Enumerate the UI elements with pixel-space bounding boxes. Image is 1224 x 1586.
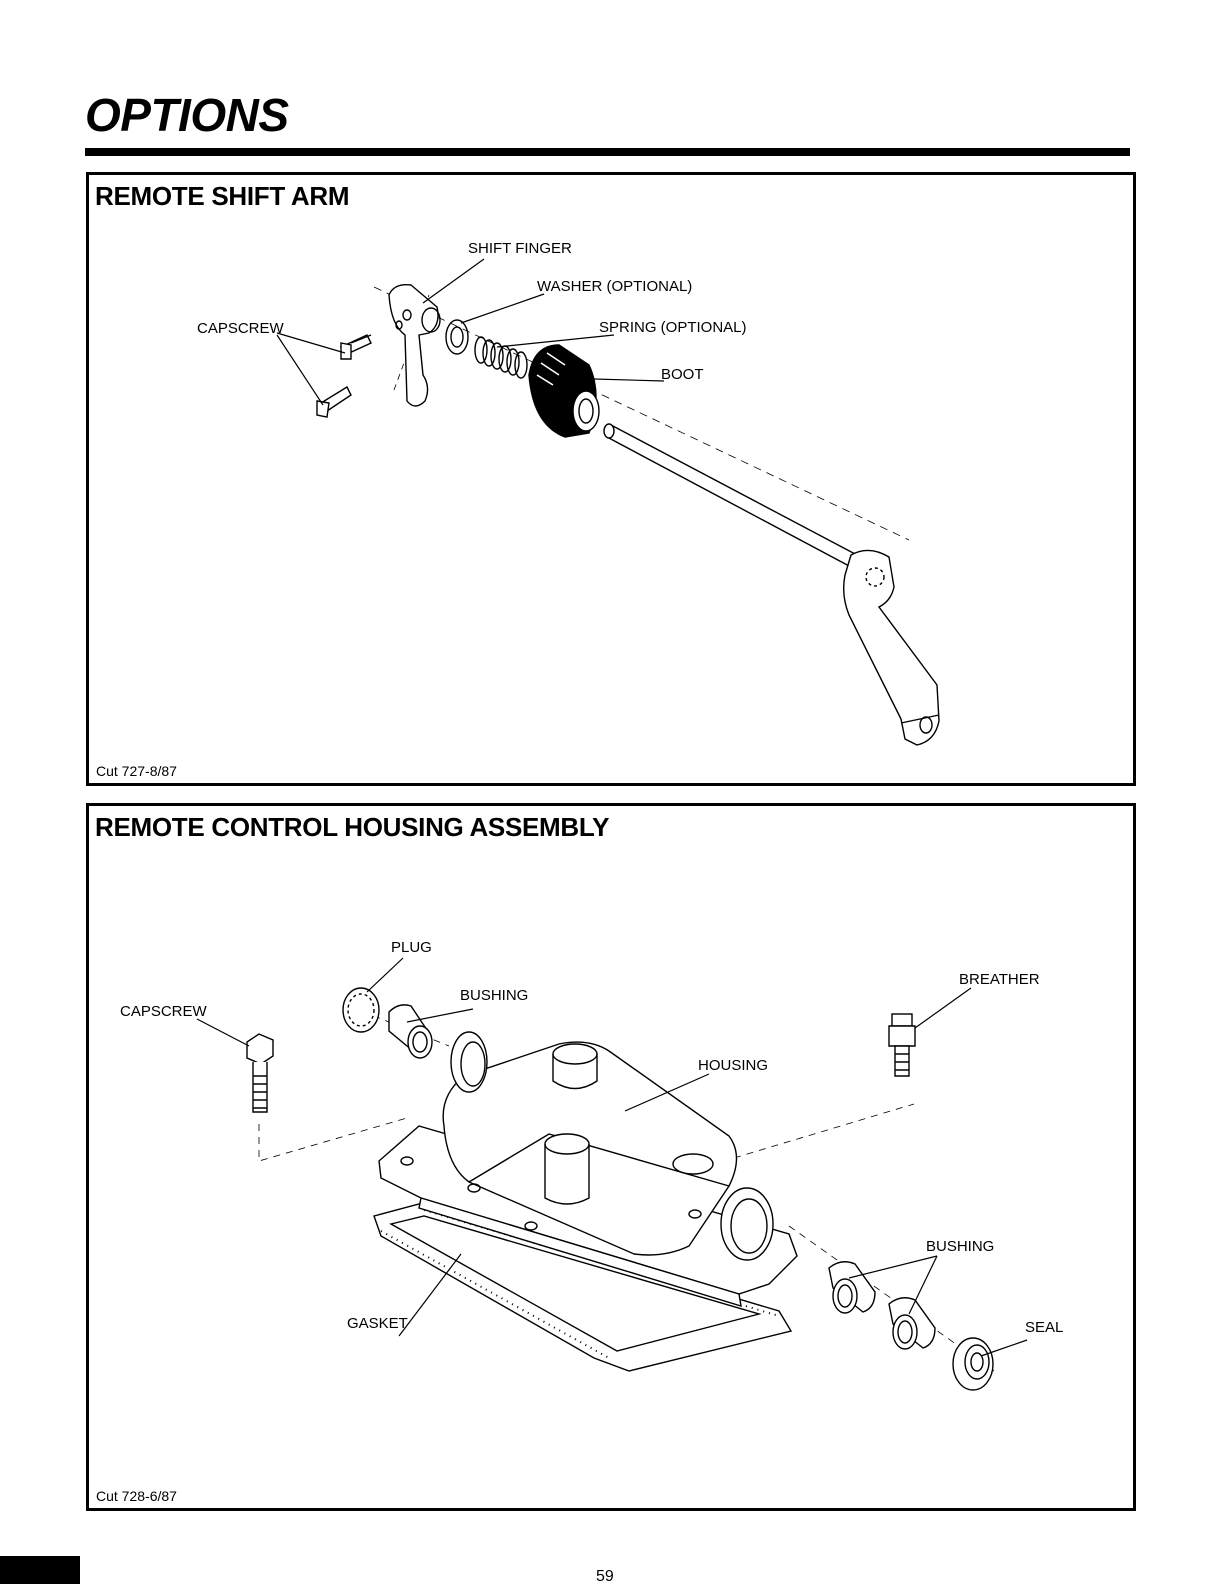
bushing-top-label: BUSHING xyxy=(460,987,528,1004)
boot-label: BOOT xyxy=(661,366,704,383)
bushing-top-part xyxy=(389,1005,432,1058)
gasket-label: GASKET xyxy=(347,1315,408,1332)
shift-shaft-part xyxy=(604,424,857,567)
capscrew-part xyxy=(247,1034,273,1112)
plug-label: PLUG xyxy=(391,939,432,956)
seal-label: SEAL xyxy=(1025,1319,1063,1336)
bushing-right-label: BUSHING xyxy=(926,1238,994,1255)
page-title: OPTIONS xyxy=(85,92,289,138)
title-rule xyxy=(85,148,1130,156)
remote-control-housing-diagram: PLUG BREATHER BUSHING CAPSCREW HOUSING B… xyxy=(89,806,1133,1508)
capscrew-lower-part xyxy=(317,387,351,417)
plug-part xyxy=(343,988,379,1032)
spring-label: SPRING (OPTIONAL) xyxy=(599,319,747,336)
breather-part xyxy=(889,1014,915,1076)
shift-finger-part xyxy=(389,285,440,406)
remote-shift-arm-diagram: SHIFT FINGER WASHER (OPTIONAL) CAPSCREW … xyxy=(89,175,1133,783)
remote-shift-arm-cut-note: Cut 727-8/87 xyxy=(96,763,177,779)
shift-finger-label: SHIFT FINGER xyxy=(468,240,572,257)
capscrew-label: CAPSCREW xyxy=(120,1003,208,1020)
washer-part xyxy=(446,320,468,354)
seal-part xyxy=(953,1338,993,1390)
bushing-right-part-1 xyxy=(829,1262,875,1313)
scan-corner-mark xyxy=(0,1556,80,1584)
spring-part xyxy=(475,337,527,378)
boot-part xyxy=(529,345,599,437)
washer-label: WASHER (OPTIONAL) xyxy=(537,278,692,295)
remote-control-housing-cut-note: Cut 728-6/87 xyxy=(96,1488,177,1504)
page-number: 59 xyxy=(596,1568,614,1586)
shift-arm-lever-part xyxy=(844,550,939,745)
capscrew-upper-part xyxy=(341,335,371,359)
housing-label: HOUSING xyxy=(698,1057,768,1074)
bushing-right-part-2 xyxy=(889,1298,935,1349)
remote-control-housing-panel: REMOTE CONTROL HOUSING ASSEMBLY xyxy=(86,803,1136,1511)
remote-shift-arm-panel: REMOTE SHIFT ARM xyxy=(86,172,1136,786)
capscrew-label: CAPSCREW xyxy=(197,320,285,337)
breather-label: BREATHER xyxy=(959,971,1040,988)
